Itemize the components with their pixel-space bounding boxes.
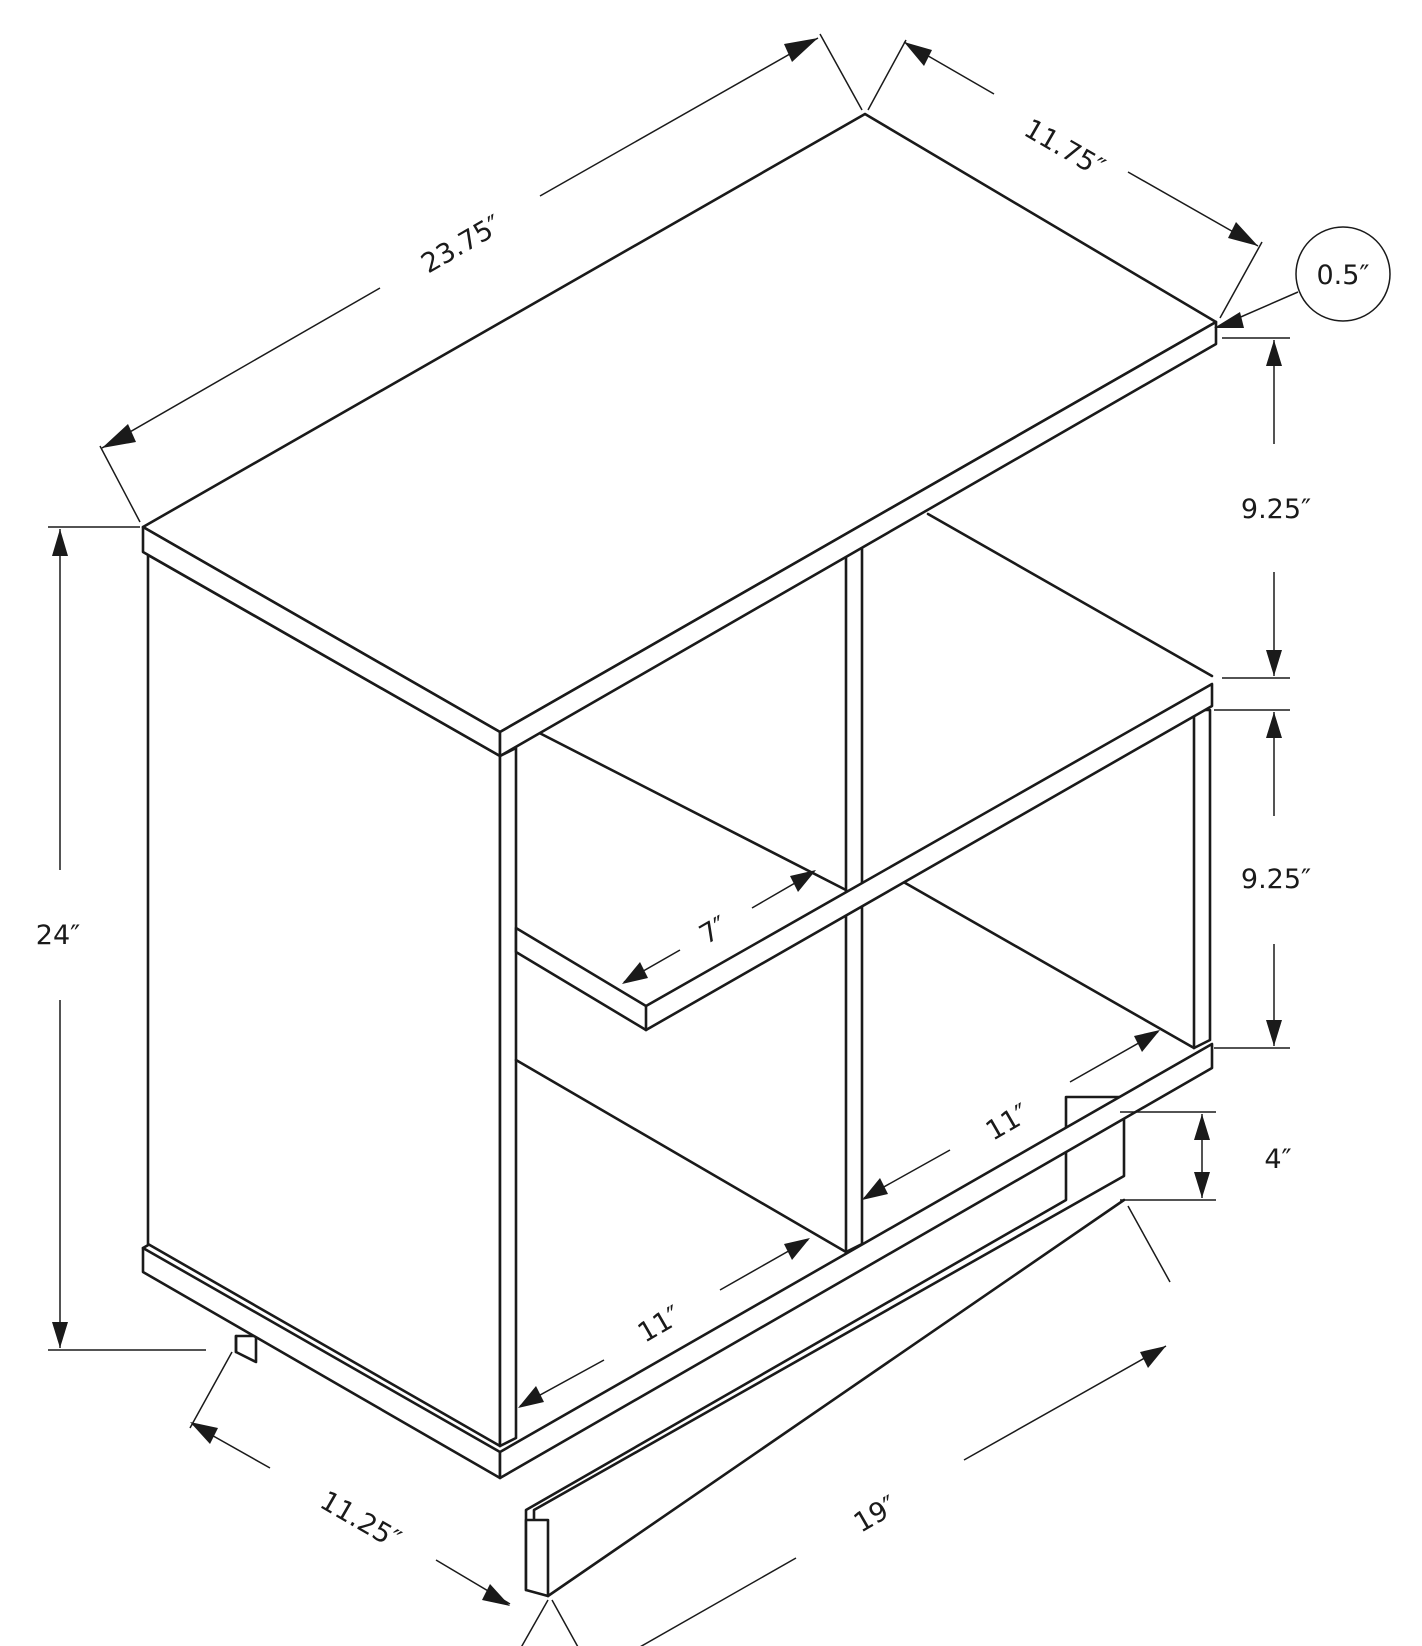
dimension-lines: [48, 33, 1391, 1646]
label-overall-depth: 11.75″: [1019, 113, 1110, 184]
dim-left-cubby-depth: [518, 1238, 810, 1408]
label-base-depth: 11.25″: [315, 1485, 406, 1556]
dim-overall-height: [48, 526, 206, 1351]
label-upper-cubby-height: 9.25″: [1241, 494, 1311, 525]
label-overall-width: 23.75″: [416, 209, 507, 280]
dim-overall-depth: [867, 39, 1263, 319]
label-base-width: 19″: [849, 1490, 903, 1539]
label-cubby-depth-left: 11″: [633, 1300, 687, 1349]
label-shelf-depth: 7″: [694, 910, 733, 950]
base-plinth: [234, 1095, 1126, 1598]
label-base-height: 4″: [1264, 1144, 1291, 1175]
bottom-board: [141, 1042, 1214, 1480]
upper-left-cubby-back: [514, 719, 848, 892]
dim-top-thickness: [1214, 226, 1391, 328]
dim-shelf-depth: [622, 870, 816, 984]
side-table-drawing: [141, 112, 1218, 1598]
dim-overall-width: [99, 33, 863, 523]
thickness-callout-circle: [1295, 226, 1391, 322]
label-lower-cubby-height: 9.25″: [1241, 864, 1311, 895]
dim-base-height: [1120, 1111, 1216, 1201]
dim-base-width: [551, 1205, 1171, 1646]
right-side-panel: [898, 708, 1212, 1050]
label-cubby-depth-right: 11″: [981, 1098, 1035, 1147]
label-overall-height: 24″: [36, 920, 80, 951]
dim-lower-cubby-height: [1214, 709, 1290, 1049]
label-top-thickness: 0.5″: [1316, 260, 1369, 291]
left-panel-front-edge: [498, 746, 518, 1448]
dim-upper-cubby-height: [1222, 337, 1290, 679]
table-top: [141, 112, 1218, 758]
dim-right-cubby-depth: [862, 1030, 1160, 1200]
dim-base-depth: [189, 1351, 549, 1646]
upper-right-cubby-back: [926, 512, 1214, 678]
middle-shelf: [514, 682, 1214, 1032]
